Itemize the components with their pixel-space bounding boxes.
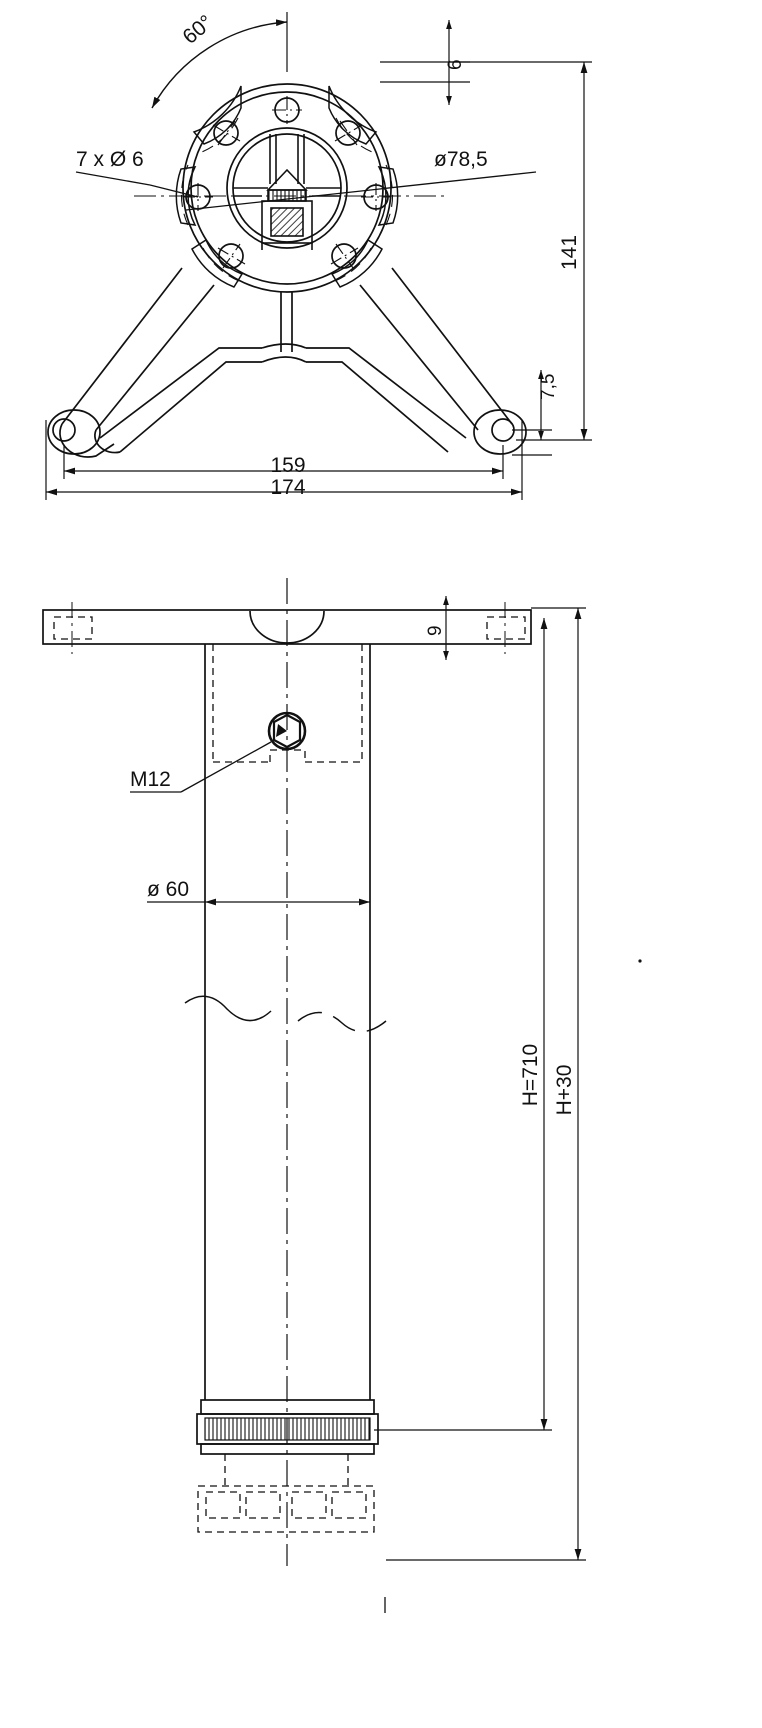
dim-159-label: 159	[270, 454, 305, 477]
foot-hidden-outline	[197, 1454, 375, 1533]
dim-9-label: 9	[425, 625, 446, 636]
front-view-group	[42, 578, 532, 1566]
m12-label: M12	[130, 768, 171, 791]
dim-h-plus-30	[386, 607, 586, 1561]
dim-141	[449, 61, 592, 441]
dim-7-5	[512, 370, 552, 456]
dim-h-710-label: H=710	[519, 1044, 542, 1106]
dim-159	[63, 445, 504, 479]
dim-6-label: 6	[445, 59, 466, 70]
dim-174-label: 174	[270, 476, 305, 499]
dim-174	[45, 420, 523, 500]
bolt-hole	[212, 120, 241, 146]
tube-break-symbol	[184, 995, 387, 1033]
leader-d78-5	[185, 171, 537, 211]
bolt-hole	[272, 96, 302, 124]
ring-slots	[175, 85, 399, 288]
bolt-holes	[183, 96, 391, 269]
holes-callout-label: 7 x Ø 6	[76, 148, 144, 171]
dim-angle-60	[151, 12, 288, 109]
bolt-circle-label: ø78,5	[434, 148, 488, 171]
hub-outer-circle	[226, 127, 348, 249]
dim-141-label: 141	[558, 235, 581, 270]
dim-h-plus-30-label: H+30	[553, 1065, 576, 1116]
tripod-arms	[47, 267, 527, 458]
tube-diameter-label: ø 60	[147, 878, 189, 901]
dim-h-710	[374, 618, 552, 1431]
leader-m12	[130, 741, 272, 793]
top-view-group	[47, 83, 527, 458]
dim-7-5-label: 7,5	[538, 374, 559, 400]
scan-artifact-dot	[638, 959, 642, 963]
leader-7x-d6	[75, 171, 199, 198]
